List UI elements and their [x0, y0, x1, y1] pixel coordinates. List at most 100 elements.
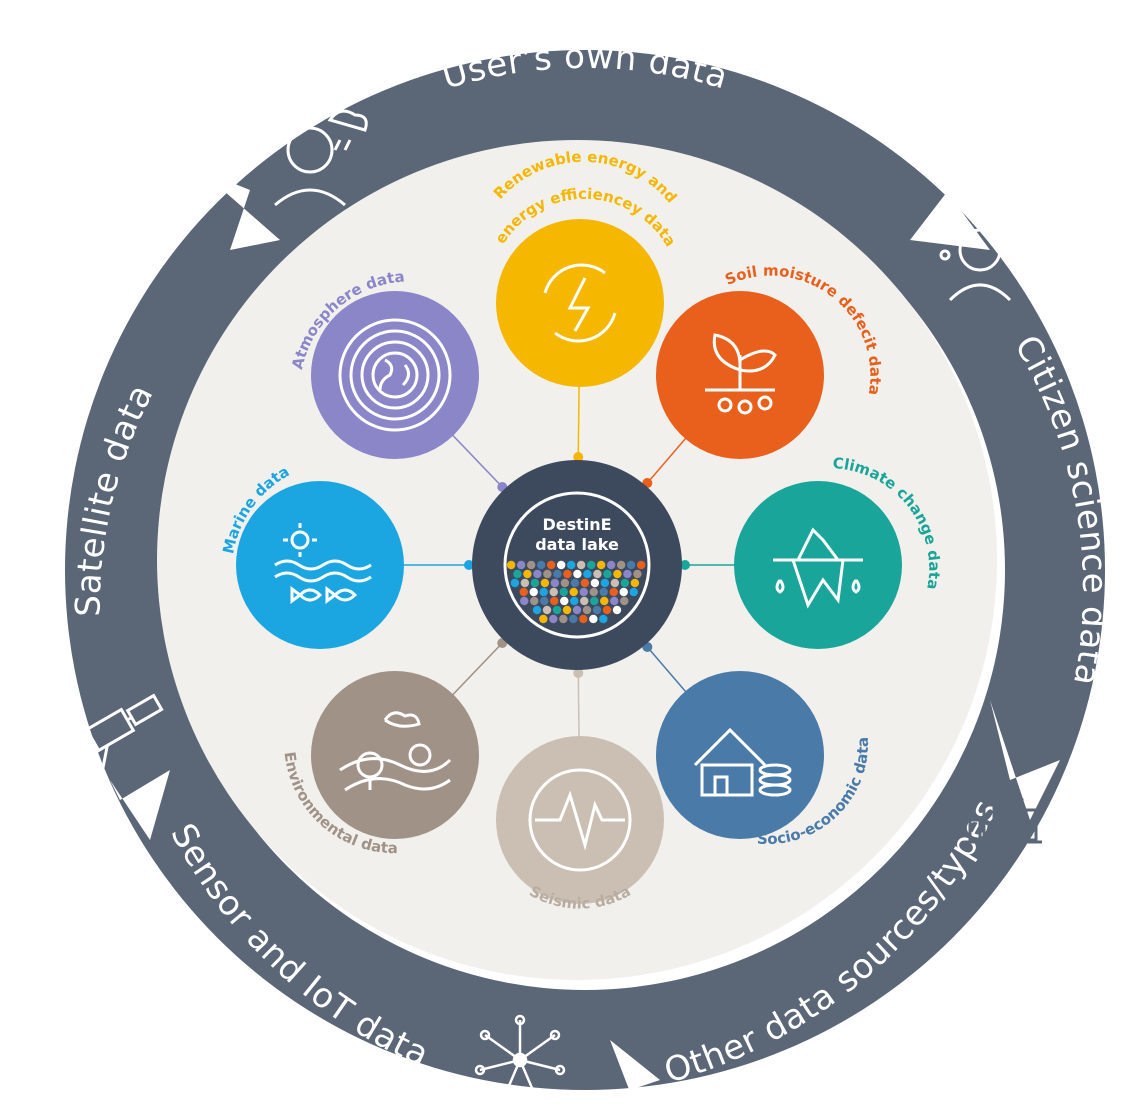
core-dot	[506, 560, 516, 570]
core-dot	[523, 569, 532, 579]
sun-waves-fish-icon	[274, 523, 372, 604]
bubble-socio	[656, 671, 824, 839]
core-dot	[550, 578, 560, 588]
core-dot	[520, 578, 530, 588]
core-dot	[549, 587, 558, 597]
core-dot	[606, 560, 616, 570]
globe-rings-icon	[338, 318, 452, 432]
core-dot	[560, 596, 569, 606]
core-dot	[582, 605, 592, 615]
bubble-circle-atmosphere	[311, 291, 479, 459]
core-dot	[620, 578, 630, 588]
core-dot	[629, 587, 638, 597]
core-dot	[599, 587, 608, 597]
network-node-icon	[474, 1014, 566, 1101]
core-dot	[579, 587, 588, 597]
house-coins-icon	[693, 727, 792, 797]
core-dot	[620, 596, 629, 606]
core-dot	[559, 587, 568, 597]
core-dot	[530, 578, 540, 588]
core-dot	[516, 560, 526, 570]
connector-dot-seismic	[573, 667, 584, 678]
core-dot	[586, 560, 596, 570]
bubble-circle-marine	[236, 481, 404, 649]
core-dot	[563, 569, 572, 579]
core-dot	[519, 587, 528, 597]
core-dot	[552, 605, 562, 615]
core-dot	[600, 578, 610, 588]
connector-dot-renewable	[573, 452, 584, 463]
seismograph-icon	[528, 768, 632, 872]
core-dot	[526, 560, 536, 570]
bubble-atmosphere	[311, 291, 479, 459]
core-dot	[510, 578, 520, 588]
core-dot	[589, 614, 598, 624]
iceberg-icon	[773, 527, 863, 609]
core-dot	[610, 596, 619, 606]
core-dot	[556, 560, 566, 570]
core-dot	[569, 587, 578, 597]
core-dots	[506, 560, 646, 624]
core-dot	[539, 587, 548, 597]
core-dot	[529, 587, 538, 597]
core-dot	[540, 596, 549, 606]
core-dot	[610, 578, 620, 588]
core-dot	[530, 596, 539, 606]
core-dot	[559, 614, 568, 624]
woman-with-dots-icon	[939, 228, 1025, 302]
core-dot	[570, 596, 579, 606]
core-dot	[616, 560, 626, 570]
bubble-circle-renewable	[496, 219, 664, 387]
core-dot	[589, 587, 598, 597]
core-dot	[570, 578, 580, 588]
core-dot	[603, 569, 612, 579]
satellite-icon	[83, 693, 164, 776]
core-dot	[613, 569, 622, 579]
core-dot	[590, 596, 599, 606]
bubble-soil	[656, 291, 824, 459]
connector-dot-marine	[464, 560, 474, 570]
bar-chart-icon	[965, 798, 1042, 844]
bubble-circle-climate	[734, 481, 902, 649]
core-dot	[579, 614, 588, 624]
core-dot	[636, 560, 646, 570]
bubble-environmental	[311, 671, 479, 839]
bubble-renewable	[496, 219, 664, 387]
ring-divider	[880, 100, 990, 250]
ring-divider	[600, 1040, 660, 1118]
core-dot	[572, 605, 582, 615]
core-dot	[576, 560, 586, 570]
core-dot	[560, 578, 570, 588]
core-dot	[626, 560, 636, 570]
core-dot	[549, 614, 558, 624]
core-dot	[592, 605, 602, 615]
core-dot	[546, 560, 556, 570]
core-dot	[599, 614, 608, 624]
landscape-icon	[339, 711, 452, 792]
bubble-circle-seismic	[496, 736, 664, 904]
core-dot	[609, 587, 618, 597]
bubble-circle-environmental	[311, 671, 479, 839]
bubble-marine	[236, 481, 404, 649]
core-dot	[593, 569, 602, 579]
core-dot	[602, 605, 612, 615]
core-dot	[533, 569, 542, 579]
plant-soil-icon	[705, 333, 777, 415]
core-label-line2: data lake	[535, 535, 619, 554]
core-dot	[543, 569, 552, 579]
core-dot	[520, 596, 529, 606]
core-dot	[566, 560, 576, 570]
core-dot	[553, 569, 562, 579]
bubbles	[236, 219, 902, 904]
bubble-climate	[734, 481, 902, 649]
core-dot	[596, 560, 606, 570]
bubble-seismic	[496, 736, 664, 904]
ring-divider	[110, 770, 170, 840]
core-dot	[539, 614, 548, 624]
core-dot	[532, 605, 542, 615]
ring-divider	[990, 700, 1060, 820]
core-dot	[623, 569, 632, 579]
core-dot	[633, 569, 642, 579]
core-dot	[619, 587, 628, 597]
